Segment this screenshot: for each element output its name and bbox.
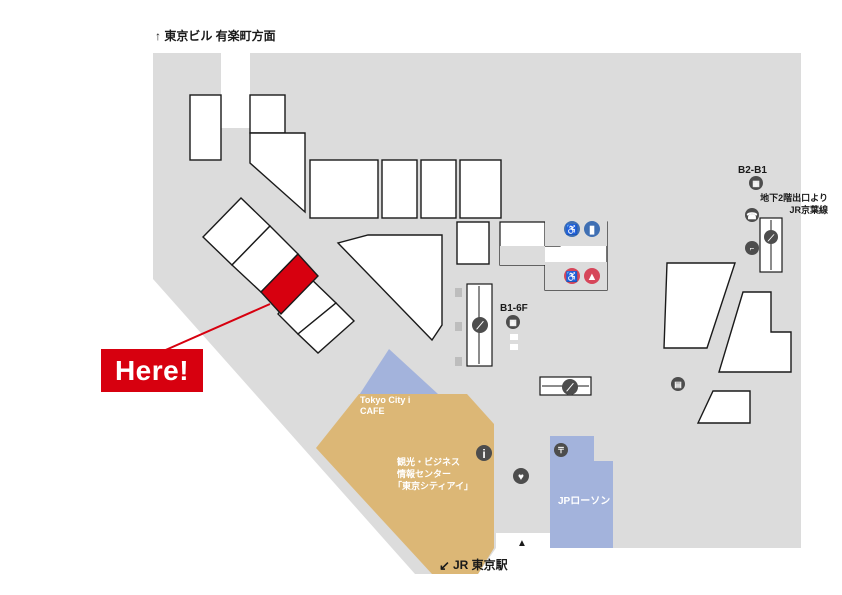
escalator-step [455, 357, 462, 366]
escalator-step [510, 334, 518, 340]
telephone-icon [745, 208, 759, 222]
aed-icon [513, 468, 529, 484]
shop-block [296, 302, 356, 354]
shop-block [456, 221, 490, 265]
info-center-label-line3: 「東京シティアイ」 [393, 480, 473, 491]
womens-toilet-icon [584, 268, 600, 284]
escalator-icon-glyph: ⟋ [566, 382, 575, 394]
escalator-step [455, 322, 462, 331]
cafe-label-line1: Tokyo City i [360, 395, 410, 405]
here-badge: Here! [101, 349, 203, 392]
cafe-label-line2: CAFE [360, 406, 385, 416]
elevator-icon [749, 176, 763, 190]
escalator-icon-glyph: ⟋ [767, 233, 775, 243]
shop-block [381, 159, 418, 219]
elevator-icon [506, 315, 520, 329]
post-icon-glyph: 〒 [557, 446, 565, 455]
keiyo-line-label-line1: 地下2階出口より [760, 192, 828, 203]
shop-block [420, 159, 457, 219]
current-location-shop [260, 252, 319, 316]
shop-block [309, 159, 379, 219]
jp-lawson-label: JPローソン [558, 496, 610, 507]
escalator-icon-glyph: ⟋ [476, 320, 485, 332]
escalator-step [455, 288, 462, 297]
keiyo-line-label-line2: JR京葉線 [789, 204, 828, 215]
elevator-icon-glyph: ▦ [752, 179, 760, 188]
elevator-icon-glyph: ▦ [509, 318, 517, 327]
floor-label-b2-b1: B2-B1 [738, 165, 767, 176]
womens-toilet-icon-glyph: ▲ [587, 271, 598, 283]
shop-block [249, 94, 286, 134]
shop-block [249, 132, 306, 214]
stairs-icon [745, 241, 759, 255]
aed-icon-glyph: ♥ [518, 472, 524, 483]
exit-arrow: ▲ [517, 538, 527, 549]
south-arrow: ↙ [439, 558, 450, 573]
information-icon-glyph: i [482, 447, 485, 461]
accessible-toilet-icon [564, 221, 580, 237]
escalator-icon [472, 317, 488, 333]
info-center-label-line2: 情報センター [396, 468, 451, 479]
direction-south-label: JR 東京駅 [453, 557, 509, 572]
escalator-step [510, 344, 518, 350]
escalator-icon [764, 230, 778, 244]
shop-block [459, 159, 502, 219]
shop-blocks [189, 94, 792, 424]
jp-lawson [550, 436, 613, 548]
mens-toilet-icon [584, 221, 600, 237]
telephone-icon-glyph: ☎ [746, 211, 757, 221]
post-icon [554, 443, 568, 457]
info-center-label-line1: 観光・ビジネス [397, 456, 460, 467]
shop-block [336, 234, 443, 342]
coin-locker-icon-glyph: ▤ [674, 380, 682, 389]
escalator-icon [562, 379, 578, 395]
stairs-icon-glyph: ⌐ [750, 244, 755, 253]
accessible-toilet-icon-glyph: ♿ [566, 223, 578, 236]
coin-locker-icon [671, 377, 685, 391]
map-icons: ♿ ▮ ♿ ▲ ⟋ ▦ ⟋ ▤ ▦ ☎ ⟋ ⌐ i ♥ 〒 [472, 176, 778, 484]
information-icon [476, 445, 492, 461]
tourist-information-center [316, 394, 494, 574]
corridor [500, 246, 545, 265]
shop-block [718, 291, 792, 373]
accessible-toilet-icon-glyph: ♿ [566, 270, 578, 283]
shop-block [189, 94, 222, 161]
accessible-toilet-icon [564, 268, 580, 284]
here-pointer-line [151, 303, 271, 357]
direction-north-label: ↑ 東京ビル 有楽町方面 [155, 28, 276, 43]
shop-block [696, 390, 751, 424]
mens-toilet-icon-glyph: ▮ [589, 224, 595, 236]
shop-block [663, 262, 736, 349]
floor-label-b1-6f: B1-6F [500, 303, 528, 314]
